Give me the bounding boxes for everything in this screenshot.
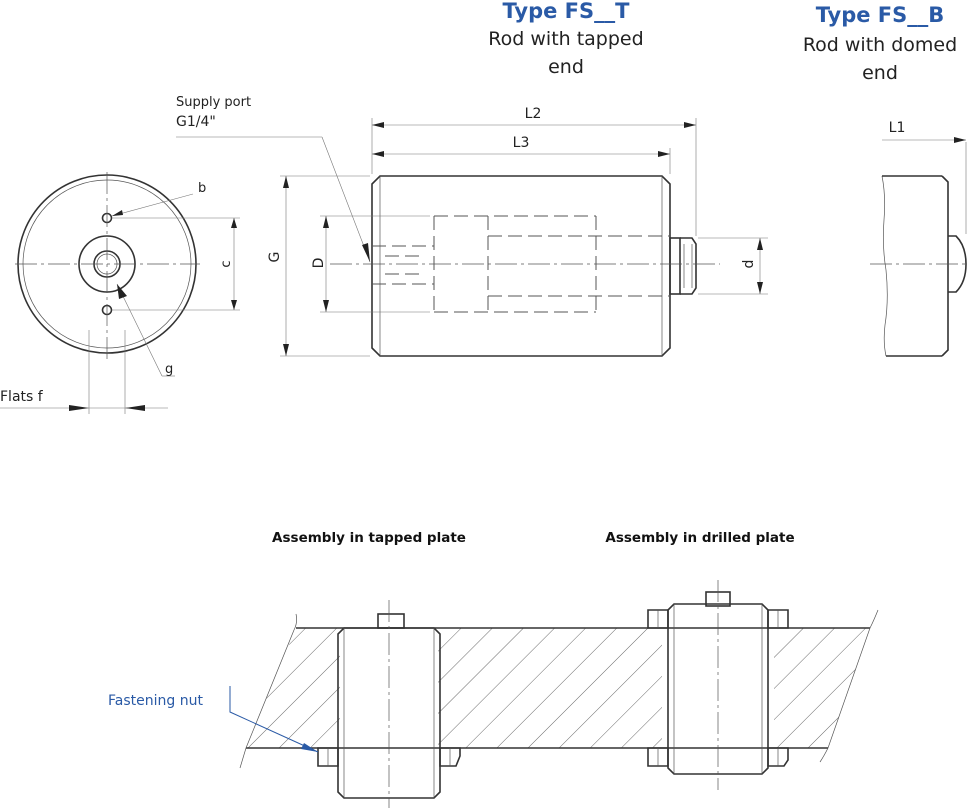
label-L2: L2 (525, 106, 542, 122)
type-b-desc-line2: end (862, 62, 898, 84)
side-view-tapped (176, 118, 768, 357)
type-t-heading: Type FS__T (503, 0, 631, 23)
type-b-heading: Type FS__B (816, 3, 945, 27)
label-d: d (741, 260, 757, 269)
type-t-desc-line2: end (548, 56, 584, 78)
label-flats-f: Flats f (0, 389, 44, 405)
type-b-desc-line1: Rod with domed (803, 34, 957, 56)
label-L1: L1 (889, 120, 906, 136)
label-g: g (165, 362, 173, 377)
label-c: c (219, 260, 234, 267)
label-b: b (198, 181, 206, 196)
label-L3: L3 (513, 135, 530, 151)
type-t-desc-line1: Rod with tapped (488, 28, 643, 50)
label-supply-port: Supply port (176, 95, 251, 110)
assembly-section (229, 580, 879, 808)
assembly-tapped-title: Assembly in tapped plate (272, 530, 466, 546)
label-fastening-nut: Fastening nut (108, 693, 203, 709)
label-supply-port-thread: G1/4" (176, 114, 216, 130)
label-G: G (267, 252, 283, 263)
front-view (0, 172, 240, 414)
assembly-drilled-title: Assembly in drilled plate (605, 530, 794, 546)
side-view-domed (870, 137, 968, 357)
label-D: D (311, 258, 327, 269)
